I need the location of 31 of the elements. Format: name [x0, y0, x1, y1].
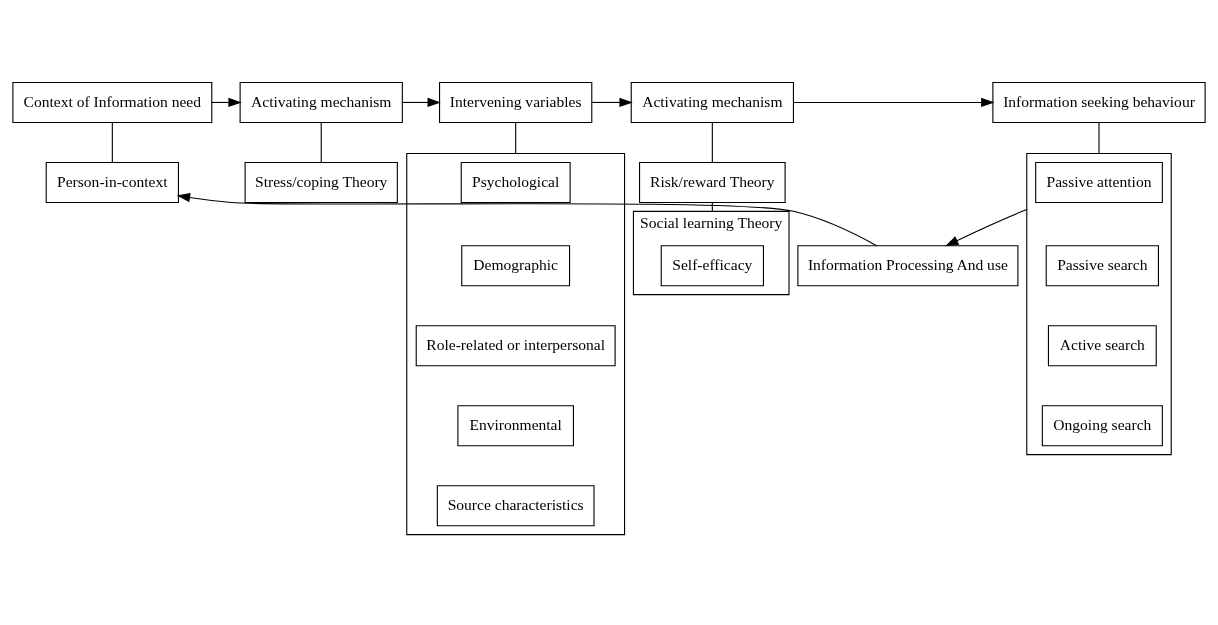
- node-box: Self-efficacy: [660, 244, 764, 286]
- node-box: Person-in-context: [45, 161, 179, 203]
- connector: [111, 121, 113, 163]
- node-box: Information seeking behaviour: [992, 81, 1206, 123]
- arrow: [945, 208, 1028, 246]
- connector: [711, 121, 713, 163]
- node-box: Role-related or interpersonal: [415, 324, 616, 366]
- node-box: Activating mechanism: [630, 81, 794, 123]
- node-box: Risk/reward Theory: [639, 161, 786, 203]
- node-box: Psychological: [460, 161, 571, 203]
- arrow: [792, 97, 995, 107]
- node-box: Activating mechanism: [239, 81, 403, 123]
- cluster: [1026, 152, 1172, 455]
- node-box: Passive search: [1045, 244, 1159, 286]
- node-box: Source characteristics: [436, 484, 595, 526]
- connector: [320, 121, 322, 163]
- connector: [1098, 121, 1100, 154]
- arrow: [591, 97, 633, 107]
- cluster: [406, 152, 626, 535]
- arrow: [401, 97, 441, 107]
- node-box: Ongoing search: [1041, 404, 1163, 446]
- node-box: Passive attention: [1035, 161, 1163, 203]
- node-box: Intervening variables: [439, 81, 593, 123]
- node-box: Information Processing And use: [797, 244, 1019, 286]
- node-box: Demographic: [461, 244, 571, 286]
- node-box: Active search: [1047, 324, 1157, 366]
- arrow: [176, 192, 878, 246]
- node-box: Stress/coping Theory: [244, 161, 398, 203]
- node-box: Context of Information need: [12, 81, 213, 123]
- connector: [515, 121, 517, 154]
- node-box: Environmental: [457, 404, 574, 446]
